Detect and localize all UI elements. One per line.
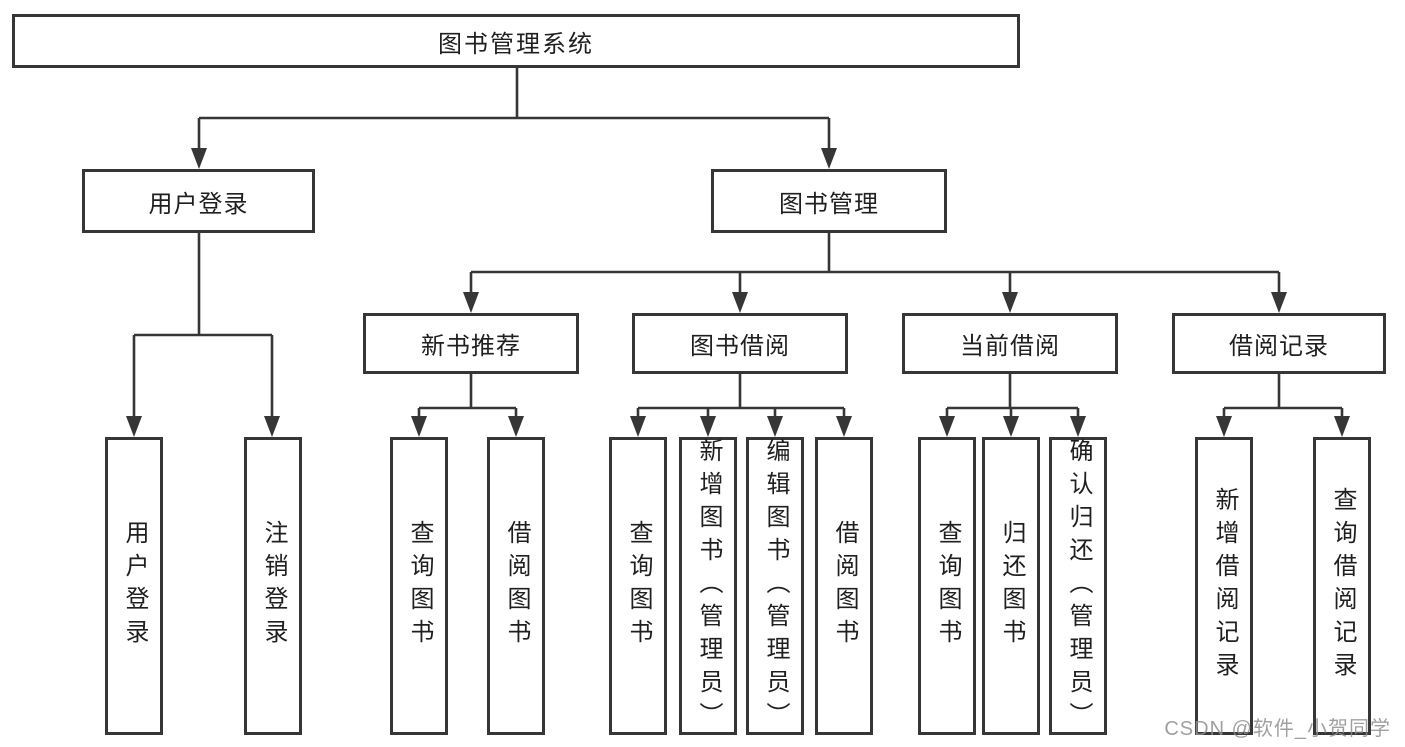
node-label: 图书管理系统 <box>438 30 594 58</box>
node-label: 图书管理 <box>779 190 879 218</box>
node-label: 编辑图书（管理员） <box>762 437 789 735</box>
leaf-user-login: 用户登录 <box>105 437 163 735</box>
leaf-records-add-record: 新增借阅记录 <box>1195 437 1253 735</box>
node-label: 用户登录 <box>148 190 249 218</box>
leaf-current-confirm-return: 确认归还（管理员） <box>1049 437 1107 735</box>
node-label: 新增图书（管理员） <box>695 437 722 735</box>
leaf-current-return-books: 归还图书 <box>982 437 1040 735</box>
node-label: 借阅图书 <box>503 520 530 652</box>
leaf-borrowing-add-books: 新增图书（管理员） <box>679 437 737 735</box>
node-label: 查询借阅记录 <box>1329 487 1356 685</box>
leaf-recommend-borrow-books: 借阅图书 <box>487 437 545 735</box>
node-borrowing-records: 借阅记录 <box>1172 313 1386 374</box>
node-new-book-recommend: 新书推荐 <box>363 313 579 374</box>
node-label: 当前借阅 <box>960 333 1060 360</box>
leaf-borrowing-query-books: 查询图书 <box>609 437 667 735</box>
node-label: 借阅图书 <box>831 520 858 652</box>
node-label: 图书借阅 <box>690 333 790 360</box>
node-label: 确认归还（管理员） <box>1065 437 1092 735</box>
leaf-current-query-books: 查询图书 <box>918 437 976 735</box>
node-label: 新书推荐 <box>421 333 521 360</box>
node-label: 查询图书 <box>934 520 961 652</box>
node-label: 新增借阅记录 <box>1211 487 1238 685</box>
node-book-borrowing: 图书借阅 <box>632 313 848 374</box>
node-user-login-branch: 用户登录 <box>82 169 315 233</box>
node-label: 注销登录 <box>260 520 287 652</box>
node-current-borrowing: 当前借阅 <box>902 313 1118 374</box>
leaf-borrowing-edit-books: 编辑图书（管理员） <box>746 437 804 735</box>
node-label: 借阅记录 <box>1229 333 1329 360</box>
node-label: 查询图书 <box>625 520 652 652</box>
leaf-recommend-query-books: 查询图书 <box>390 437 448 735</box>
node-book-management-branch: 图书管理 <box>711 169 947 233</box>
watermark: CSDN @软件_小贺同学 <box>1164 718 1391 740</box>
leaf-records-query-record: 查询借阅记录 <box>1313 437 1371 735</box>
node-library-management-system: 图书管理系统 <box>12 14 1020 68</box>
node-label: 查询图书 <box>406 520 433 652</box>
node-label: 归还图书 <box>998 520 1025 652</box>
leaf-logout: 注销登录 <box>244 437 302 735</box>
leaf-borrowing-borrow-books: 借阅图书 <box>815 437 873 735</box>
node-label: 用户登录 <box>121 520 148 652</box>
